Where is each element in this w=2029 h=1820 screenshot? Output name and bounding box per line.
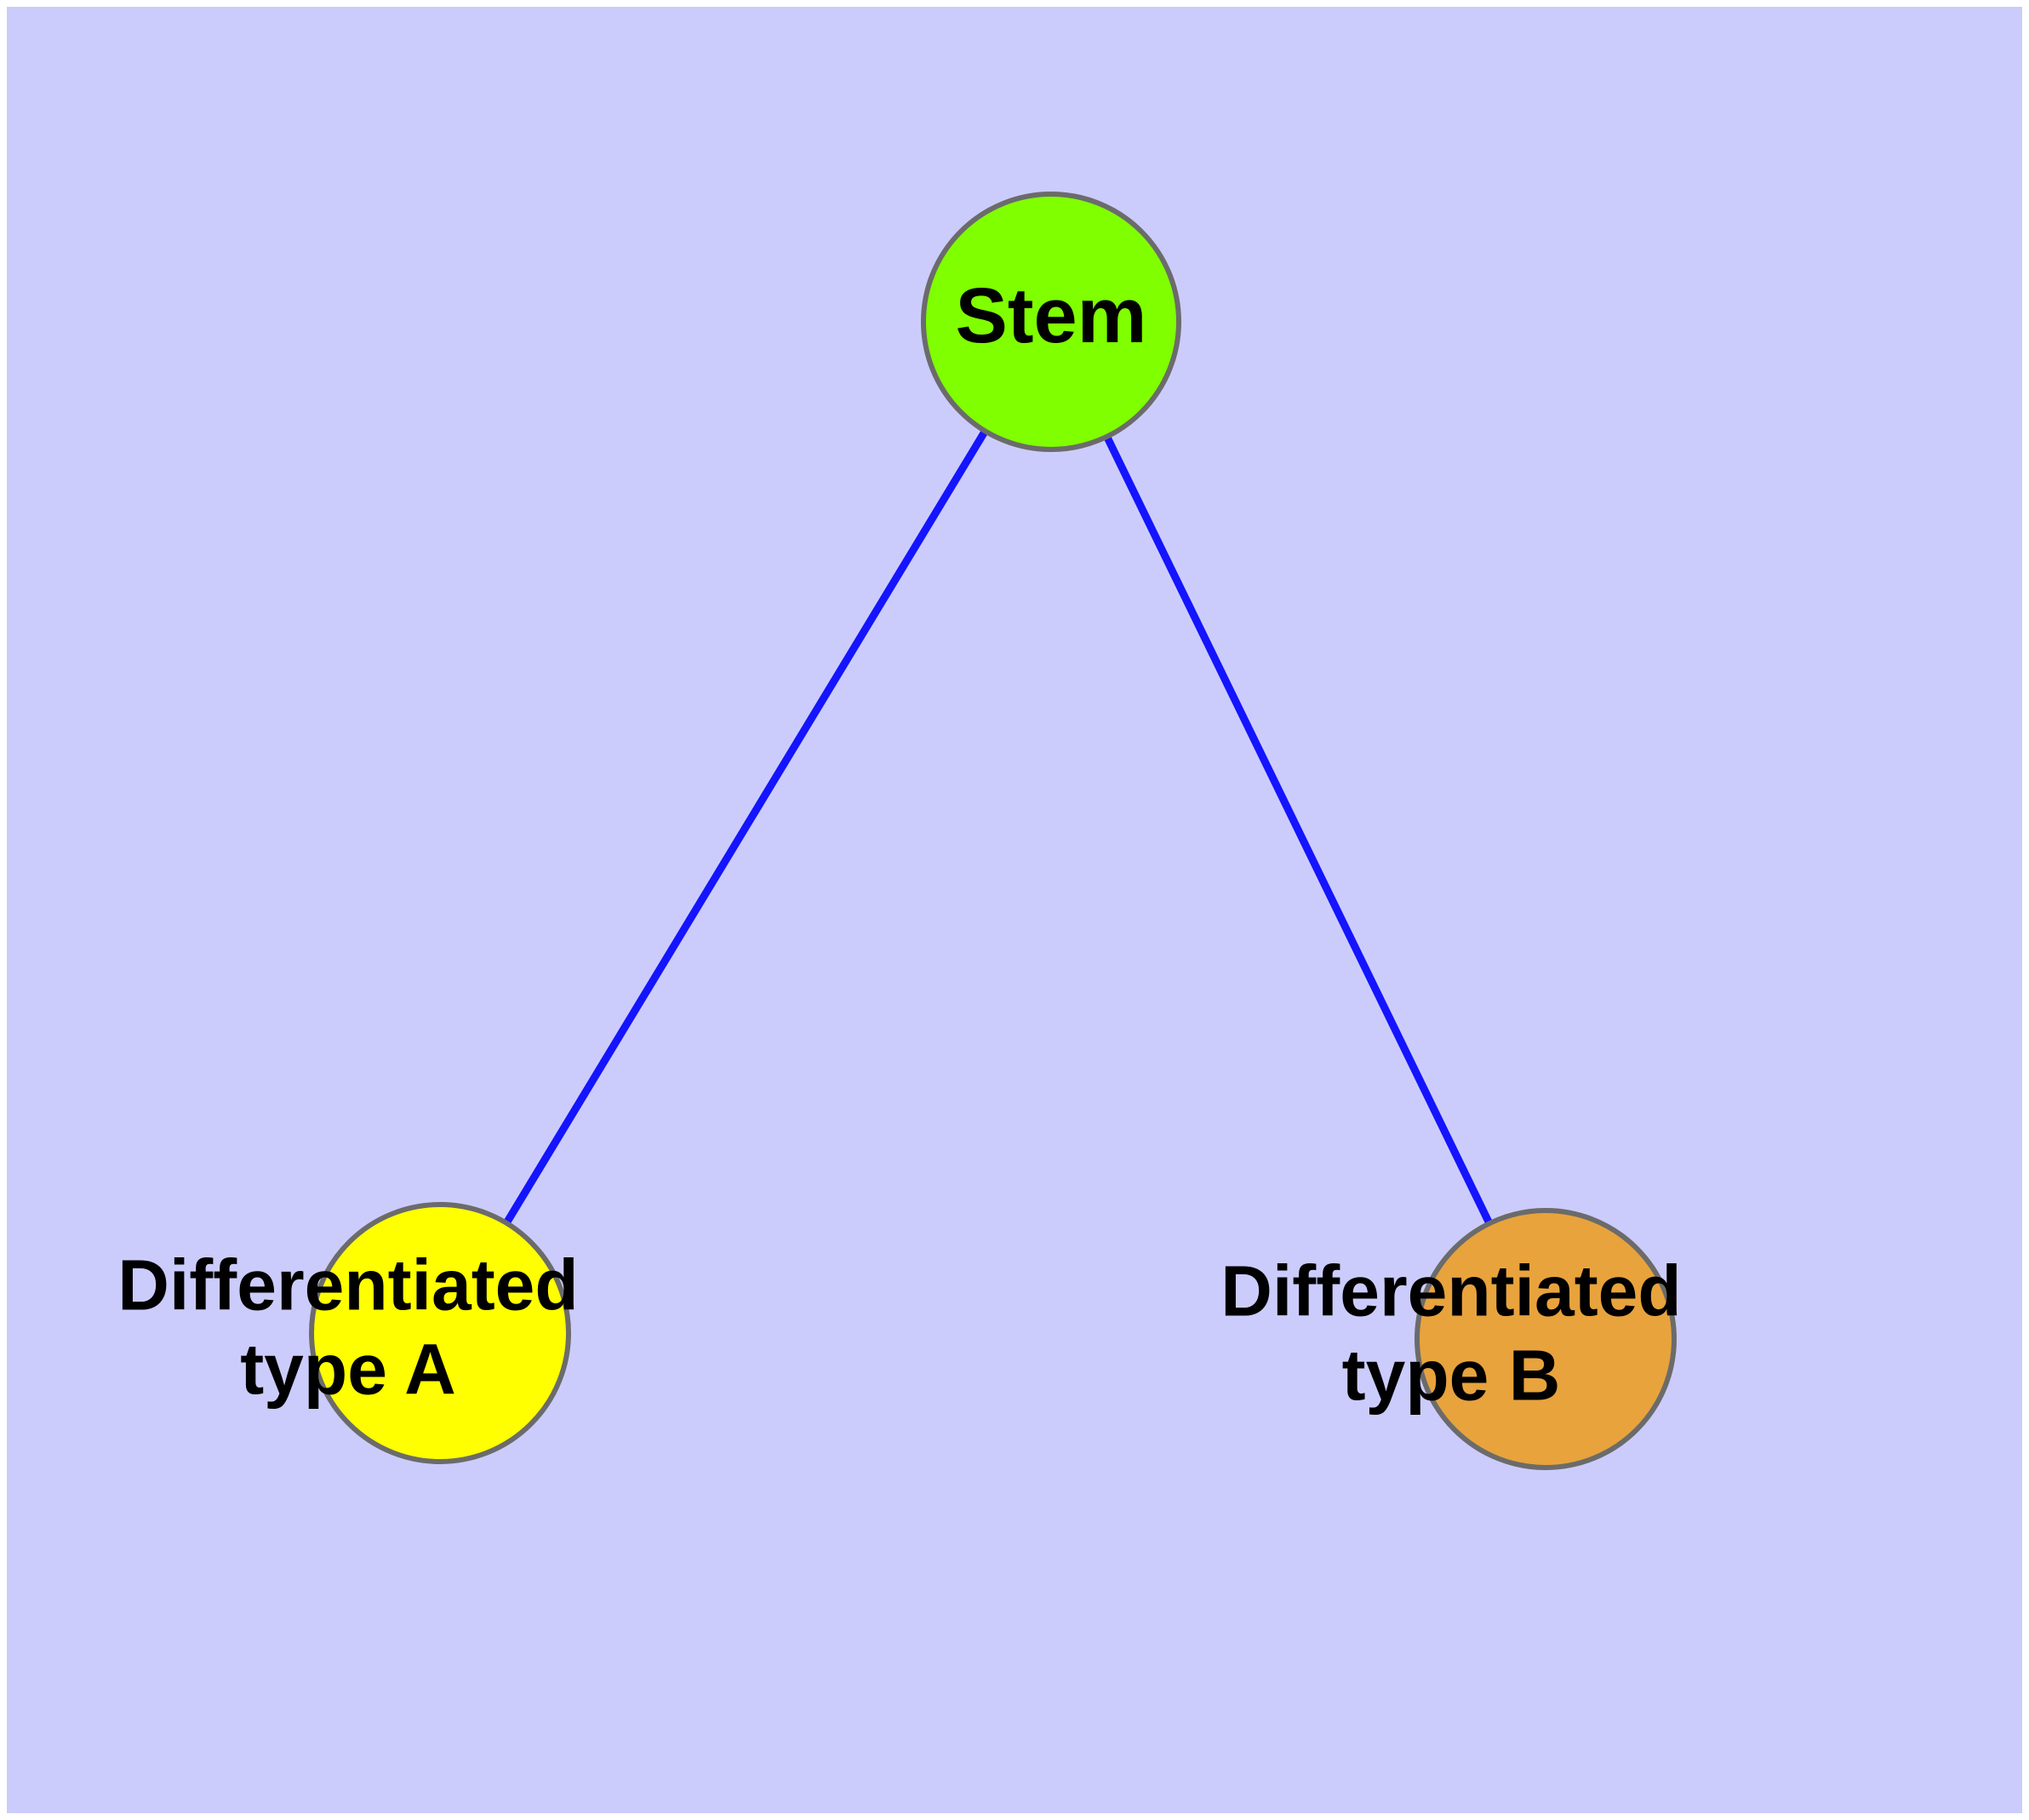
node-label-line: type A — [240, 1330, 456, 1410]
node-label-stem: Stem — [956, 272, 1147, 359]
node-stem[interactable]: Stem — [921, 192, 1181, 452]
node-label-line: type B — [1342, 1336, 1561, 1416]
node-label-line: Differentiated — [1220, 1251, 1681, 1331]
node-circle-diff_a[interactable] — [309, 1202, 571, 1464]
node-circle-diff_b[interactable] — [1415, 1208, 1677, 1470]
node-label-line: Differentiated — [117, 1245, 578, 1325]
node-label-line: Stem — [956, 272, 1147, 359]
edge-stem-diff-a[interactable] — [437, 319, 1055, 1336]
edge-layer — [437, 319, 1550, 1341]
node-circle-stem[interactable] — [921, 192, 1181, 452]
edge-stem-diff-b[interactable] — [1047, 320, 1550, 1341]
